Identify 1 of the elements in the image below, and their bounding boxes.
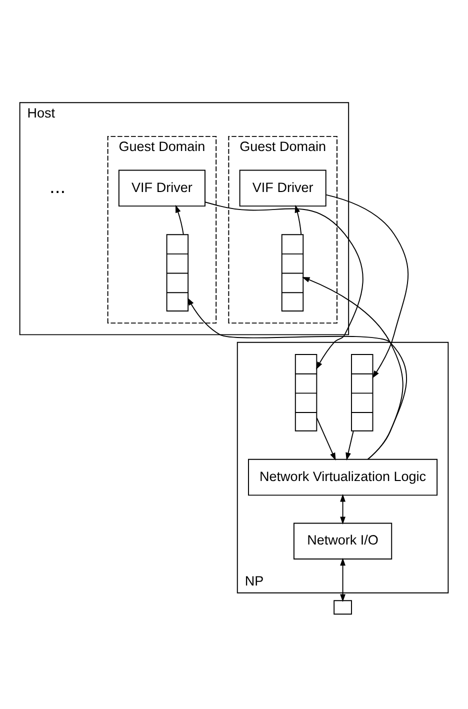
label: ... — [49, 177, 66, 198]
